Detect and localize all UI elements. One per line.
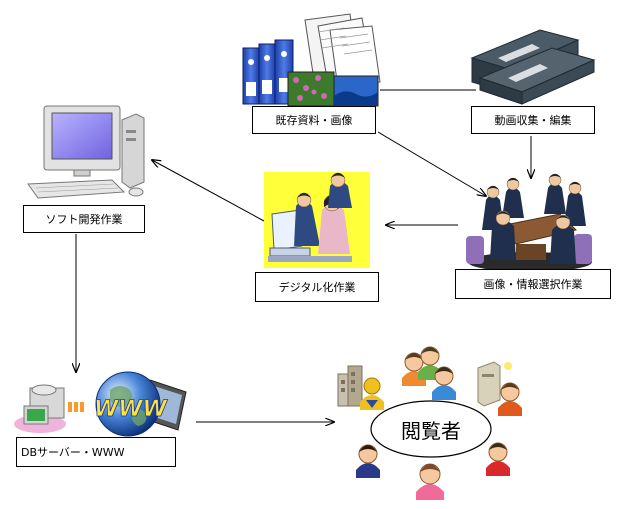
- label-video-collection: 動画収集・編集: [471, 106, 595, 134]
- viewers-cluster-icon: [337, 346, 522, 500]
- person-pink-icon: [416, 463, 444, 500]
- person-red-icon: [486, 442, 510, 476]
- person-yellow-icon: [360, 377, 384, 410]
- person-red-orange-icon: [498, 382, 522, 416]
- www-globe-icon: WWW: [94, 371, 187, 437]
- label-db-server: DBサーバー・WWW: [16, 437, 176, 467]
- desktop-computer-icon: [27, 105, 145, 199]
- connectors: [76, 89, 531, 422]
- label-digitization: デジタル化作業: [255, 272, 379, 302]
- database-server-icon: [14, 384, 84, 433]
- label-image-selection: 画像・情報選択作業: [455, 269, 611, 299]
- person-dark-blue-icon: [356, 444, 380, 478]
- www-globe-label: WWW: [94, 397, 169, 422]
- arrow-materials-to-selection: [377, 131, 486, 196]
- photo-flowers-icon: [287, 71, 335, 107]
- binders-documents-icon: [242, 13, 381, 107]
- viewers-ellipse: [370, 400, 492, 458]
- label-existing-materials: 既存資料・画像: [252, 106, 376, 134]
- arrow-digitization-to-software: [152, 160, 265, 222]
- meeting-people-icon: [466, 173, 592, 272]
- person-blue-icon: [432, 366, 456, 400]
- label-viewers: 閲覧者: [401, 418, 461, 443]
- building-icon: [337, 365, 363, 407]
- digitization-workers-icon: [264, 172, 370, 268]
- label-software-dev: ソフト開発作業: [23, 205, 145, 233]
- server-tower-icon: [477, 361, 512, 407]
- video-cassettes-icon: [470, 29, 596, 105]
